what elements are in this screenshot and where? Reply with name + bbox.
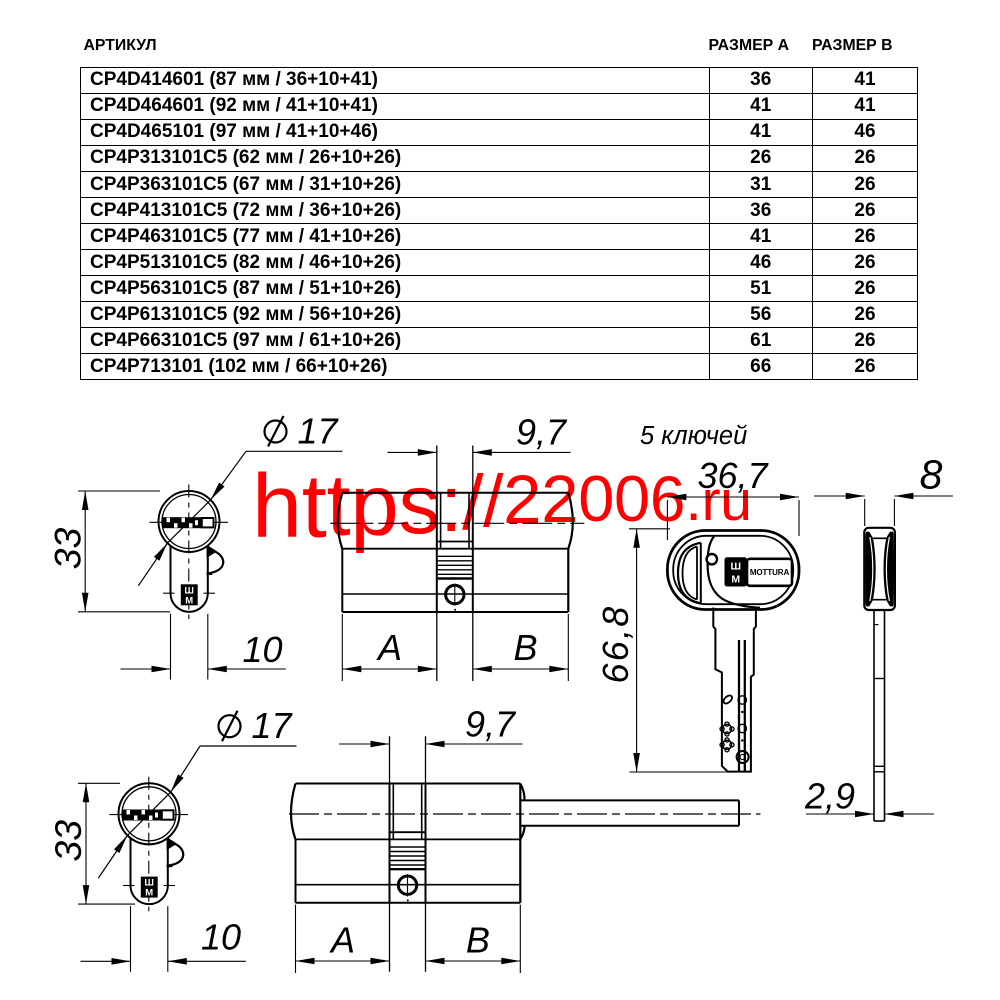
svg-text:33: 33 (47, 528, 89, 570)
svg-text:A: A (329, 920, 355, 961)
svg-text:17: 17 (298, 411, 340, 452)
svg-text:10: 10 (201, 917, 241, 958)
svg-text:Ш: Ш (184, 585, 194, 596)
svg-text:9,7: 9,7 (516, 412, 568, 453)
svg-text:Ш: Ш (731, 561, 742, 573)
svg-text:66,8: 66,8 (595, 605, 636, 684)
svg-text:8: 8 (920, 452, 943, 498)
svg-text:33: 33 (47, 820, 89, 862)
svg-text:M: M (185, 595, 193, 606)
svg-text:2,9: 2,9 (804, 776, 855, 817)
svg-text:36,7: 36,7 (697, 455, 769, 496)
svg-text:B: B (466, 920, 490, 961)
svg-text:Ш: Ш (144, 878, 154, 889)
svg-text:B: B (514, 627, 538, 668)
svg-text:MOTTURA: MOTTURA (750, 568, 790, 577)
svg-text:A: A (376, 627, 402, 668)
svg-text:5 ключей: 5 ключей (640, 422, 747, 450)
svg-text:17: 17 (252, 705, 294, 746)
svg-text:10: 10 (242, 629, 282, 670)
svg-text:M: M (145, 888, 153, 899)
svg-text:M: M (731, 574, 740, 586)
svg-text:9,7: 9,7 (465, 704, 517, 745)
